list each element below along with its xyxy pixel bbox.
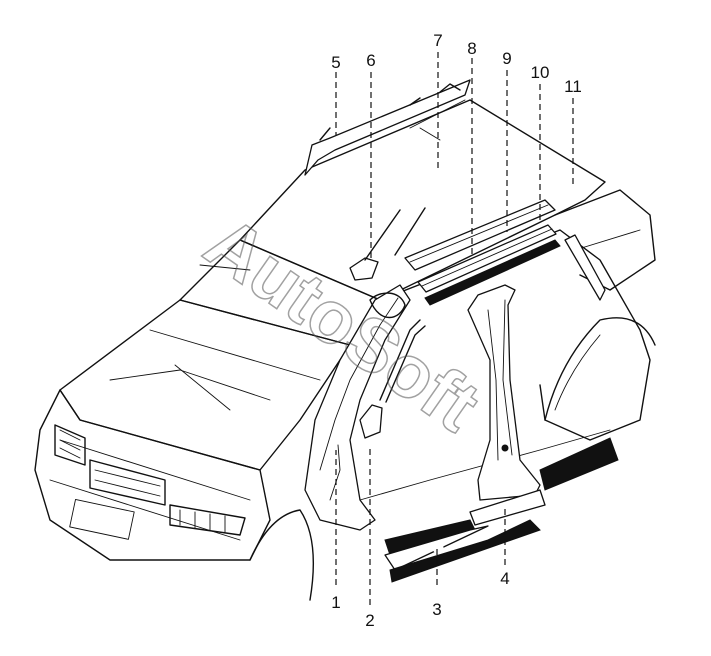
roof-bow-8-line [409, 204, 549, 263]
callout-9: 9 [502, 49, 511, 68]
c-pillar-trim [564, 234, 606, 301]
callout-7: 7 [433, 31, 442, 50]
b-pillar-hole [501, 444, 509, 452]
grille-bars [94, 469, 161, 497]
rear-quarter-window [554, 189, 656, 291]
callout-6: 6 [366, 51, 375, 70]
leader-lines [335, 52, 574, 605]
callout-3: 3 [432, 600, 441, 619]
roof-rail-5-clip [439, 83, 461, 93]
headlight-left-lines [59, 429, 81, 459]
rear-wheel-arch [544, 317, 656, 421]
callout-11: 11 [564, 77, 582, 96]
wiper-left [199, 264, 251, 271]
sill-hole [432, 542, 444, 554]
headlight-left [54, 424, 86, 466]
b-pillar-line [487, 309, 499, 461]
roof-rail-9 [417, 224, 557, 293]
callout-10: 10 [531, 63, 550, 82]
callout-labels: 5 6 7 8 9 10 11 1 2 3 4 [331, 31, 582, 630]
callout-4: 4 [500, 569, 509, 588]
roof-rail-5 [304, 79, 471, 176]
callout-5: 5 [331, 53, 340, 72]
roof-rail-10 [424, 239, 561, 306]
roof-rail-5-body [304, 79, 471, 176]
callout-2: 2 [365, 611, 374, 630]
roof-seam-2 [419, 127, 441, 141]
roof-rails [404, 199, 561, 306]
inner-a-pillar [379, 319, 421, 401]
b-pillar-line-2 [502, 299, 513, 456]
grille [89, 459, 166, 506]
handle-6-stem [364, 209, 401, 261]
roof-rail-9-line [421, 228, 553, 287]
roof-rail-5-bracket [319, 127, 331, 141]
hood-crease-3 [174, 364, 231, 411]
c-pillar [564, 234, 606, 301]
a-pillar [304, 284, 426, 531]
handle-6-stem-2 [394, 207, 426, 256]
a-pillar-joint [369, 292, 406, 319]
callout-8: 8 [467, 39, 476, 58]
sill-3 [384, 437, 619, 583]
headlight-right-lines [179, 509, 226, 533]
headlight-right [169, 504, 246, 536]
plate-area [69, 499, 135, 540]
inner-a-pillar-2 [385, 325, 426, 403]
sill-mid [469, 489, 546, 526]
rear-arch-inner [554, 334, 601, 411]
roof-rail-5-bracket-2 [409, 97, 421, 106]
handle-6 [349, 207, 426, 281]
hood-crease-1 [149, 329, 321, 381]
a-pillar-outer [304, 284, 411, 531]
handle-6-body [349, 257, 379, 281]
sill-left-bottom [389, 519, 541, 583]
bracket-2 [359, 404, 383, 439]
a-pillar-lower [329, 444, 341, 501]
b-pillar [467, 284, 541, 501]
sill-right-dark [539, 437, 619, 491]
b-pillar-body [467, 284, 541, 501]
fascia-line [59, 439, 251, 501]
hood-crease-2 [109, 369, 271, 401]
callout-1: 1 [331, 593, 340, 612]
front-wheel-arch [249, 509, 314, 601]
a-pillar-edge [319, 297, 399, 471]
quarter-glass-line [574, 229, 641, 251]
